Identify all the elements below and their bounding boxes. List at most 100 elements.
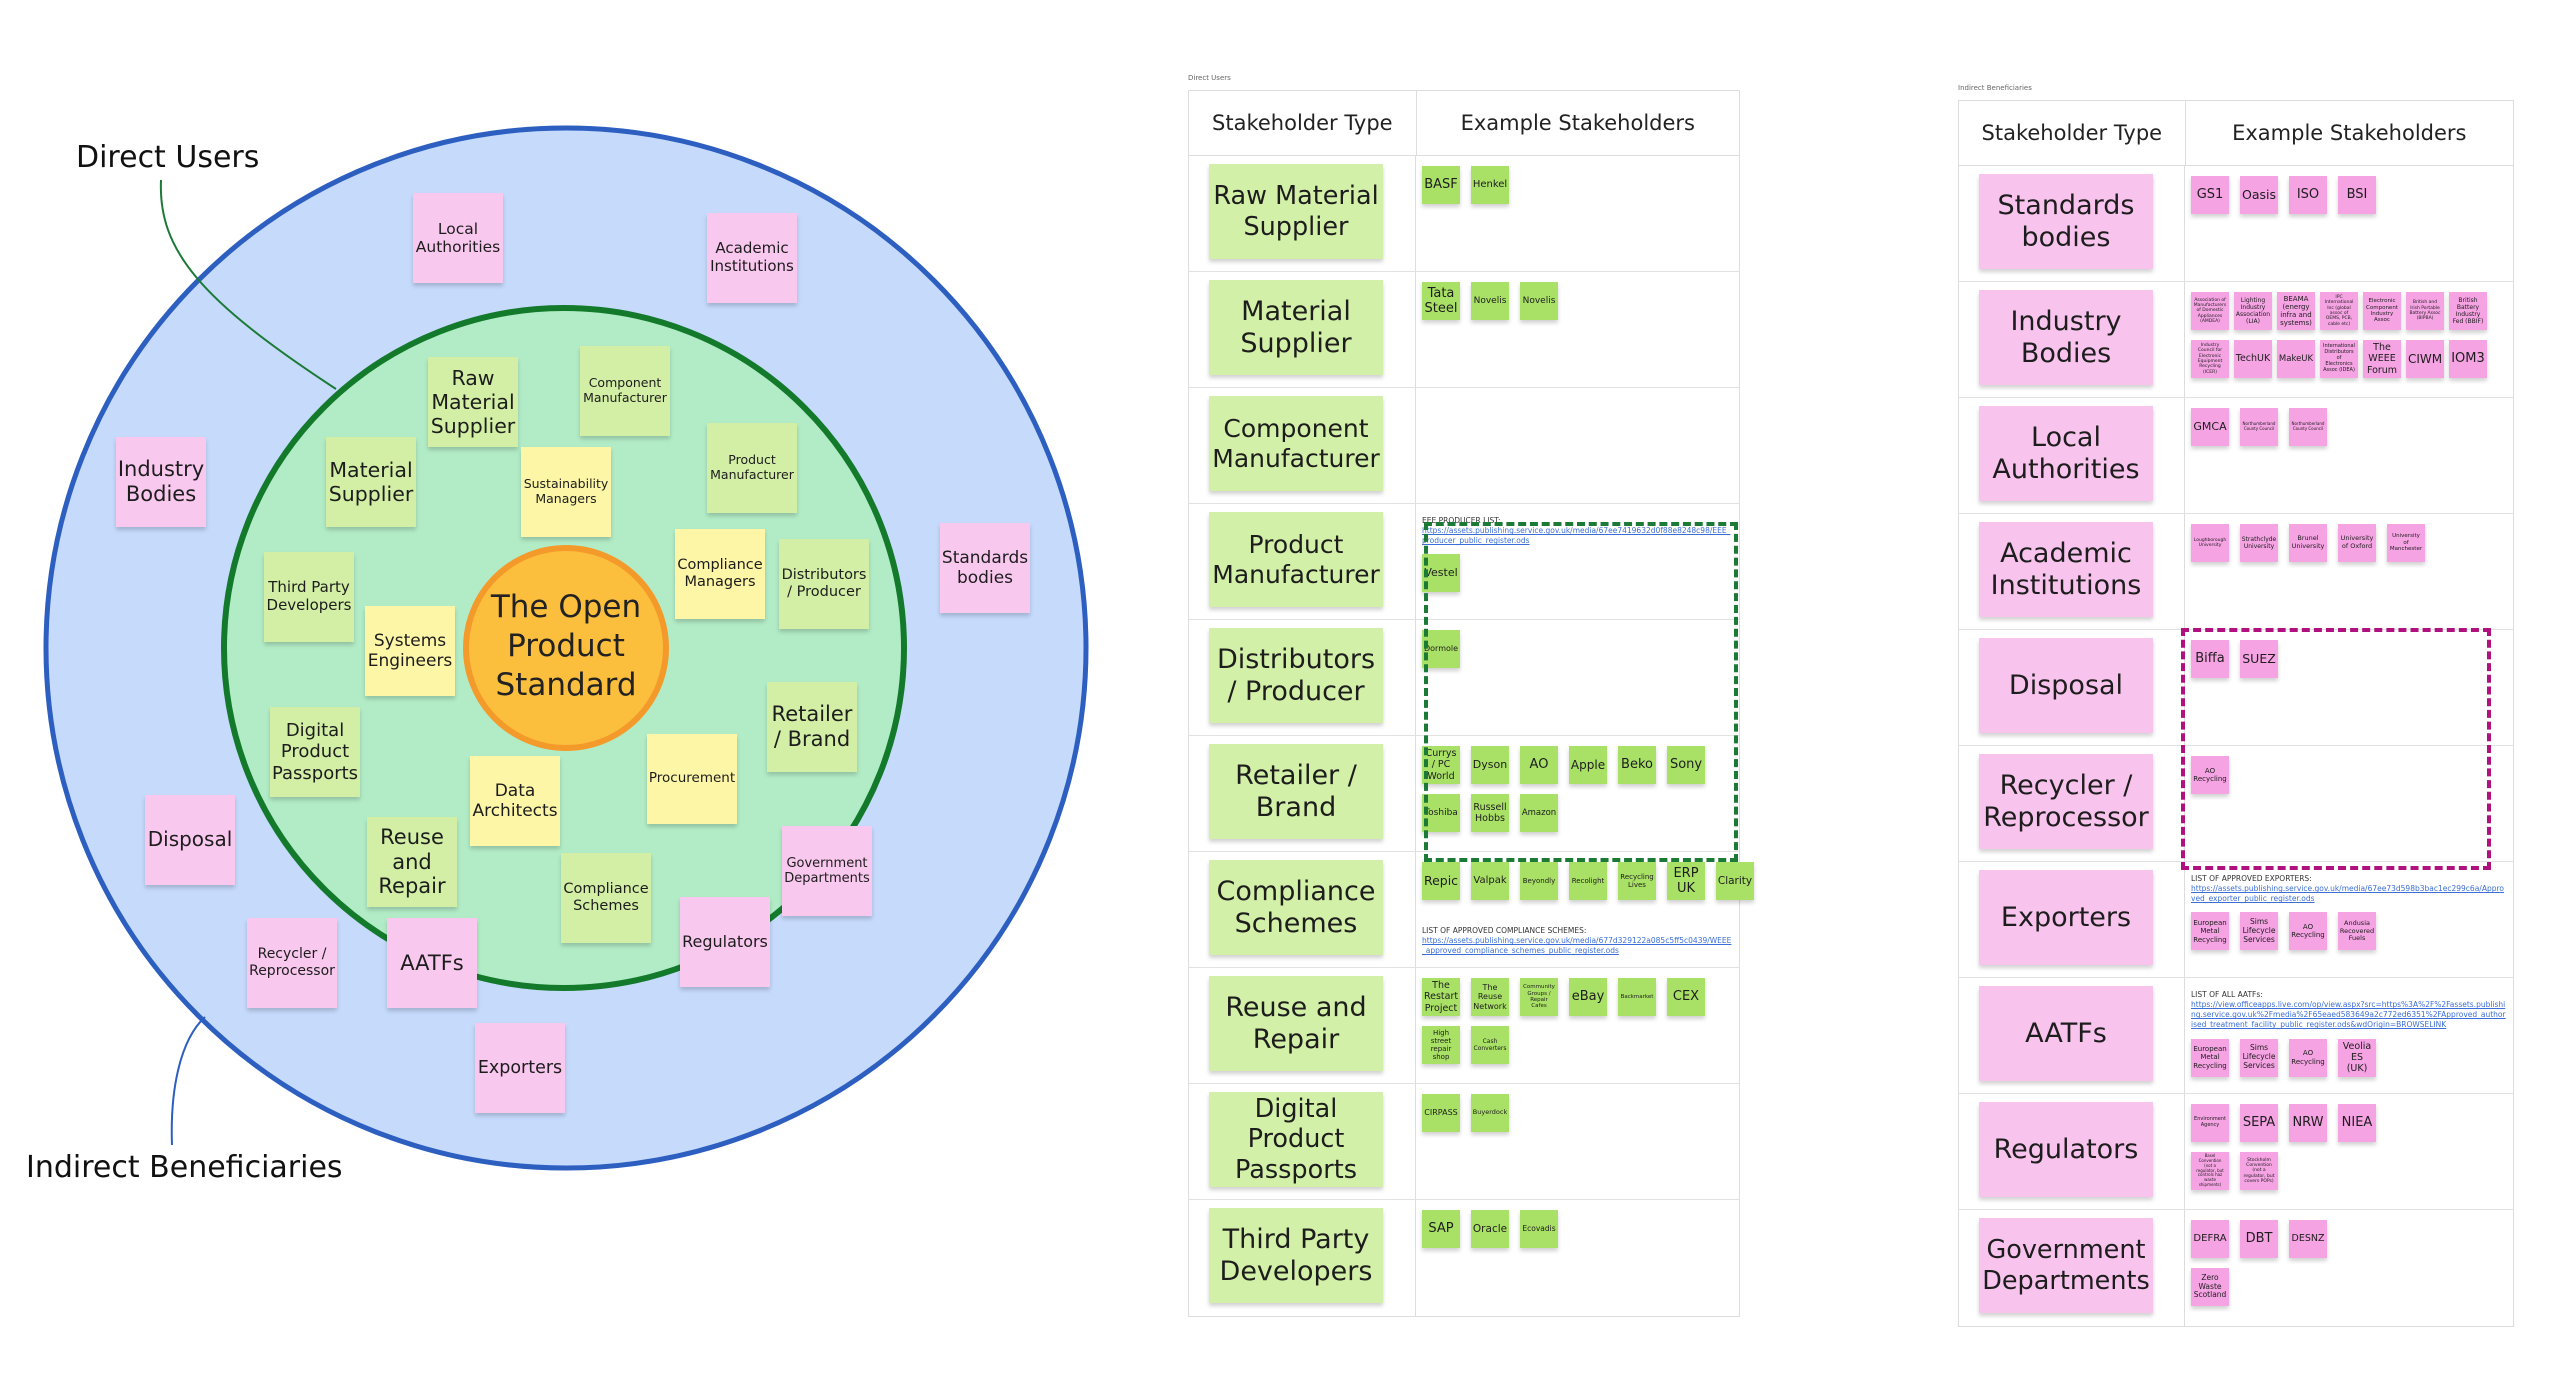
sticky-standards-bodies[interactable]: Standards bodies bbox=[940, 523, 1030, 613]
example-sticky-dyson[interactable]: Dyson bbox=[1471, 746, 1509, 784]
example-sticky-nrw[interactable]: NRW bbox=[2289, 1104, 2327, 1142]
example-sticky-electronic-component-industry-assoc[interactable]: Electronic Component Industry Assoc bbox=[2363, 292, 2401, 330]
sticky-academic-institutions[interactable]: Academic Institutions bbox=[707, 213, 797, 303]
example-sticky-oracle[interactable]: Oracle bbox=[1471, 1210, 1509, 1248]
example-sticky-industry-council-for-electronic-equipment-recycling-icer[interactable]: Industry Council for Electronic Equipmen… bbox=[2191, 340, 2229, 378]
example-sticky-tata-steel[interactable]: Tata Steel bbox=[1422, 282, 1460, 320]
example-sticky-university-of-oxford[interactable]: University of Oxford bbox=[2338, 524, 2376, 562]
example-sticky-apple[interactable]: Apple bbox=[1569, 746, 1607, 784]
example-sticky-gmca[interactable]: GMCA bbox=[2191, 408, 2229, 446]
example-sticky-beko[interactable]: Beko bbox=[1618, 746, 1656, 784]
sticky-third-party-developers[interactable]: Third Party Developers bbox=[264, 552, 354, 642]
sticky-aatfs[interactable]: AATFs bbox=[387, 918, 477, 1008]
example-sticky-ebay[interactable]: eBay bbox=[1569, 978, 1607, 1016]
sticky-sustainability-managers[interactable]: Sustainability Managers bbox=[521, 447, 611, 537]
example-sticky-desnz[interactable]: DESNZ bbox=[2289, 1220, 2327, 1258]
register-link[interactable]: https://assets.publishing.service.gov.uk… bbox=[1422, 526, 1731, 546]
example-sticky-sony[interactable]: Sony bbox=[1667, 746, 1705, 784]
example-sticky-loughborough-university[interactable]: Loughborough University bbox=[2191, 524, 2229, 562]
example-sticky-clarity[interactable]: Clarity bbox=[1716, 862, 1754, 900]
sticky-digital-product-passports[interactable]: Digital Product Passports bbox=[270, 707, 360, 797]
example-sticky-bsi[interactable]: BSI bbox=[2338, 176, 2376, 214]
sticky-procurement[interactable]: Procurement bbox=[647, 734, 737, 824]
example-sticky-the-reuse-network[interactable]: The Reuse Network bbox=[1471, 978, 1509, 1016]
example-sticky-gs1[interactable]: GS1 bbox=[2191, 176, 2229, 214]
example-sticky-british-battery-industry-fed-bbif[interactable]: British Battery Industry Fed (BBIF) bbox=[2449, 292, 2487, 330]
example-sticky-high-street-repair-shop[interactable]: High street repair shop bbox=[1422, 1026, 1460, 1064]
example-sticky-ao-recycling[interactable]: AO Recycling bbox=[2289, 1038, 2327, 1077]
sticky-exporters[interactable]: Exporters bbox=[475, 1023, 565, 1113]
example-sticky-ciwm[interactable]: CIWM bbox=[2406, 340, 2444, 378]
stakeholder-type-sticky[interactable]: Standards bodies bbox=[1979, 174, 2153, 269]
example-sticky-cirpass[interactable]: CIRPASS bbox=[1422, 1094, 1460, 1132]
example-sticky-community-groups-repair-cafes[interactable]: Community Groups / Repair Cafes bbox=[1520, 978, 1558, 1016]
example-sticky-northumberland-county-council[interactable]: Northumberland County Council bbox=[2289, 408, 2327, 446]
example-sticky-european-metal-recycling[interactable]: European Metal Recycling bbox=[2191, 1038, 2229, 1077]
example-sticky-russell-hobbs[interactable]: Russell Hobbs bbox=[1471, 794, 1509, 832]
example-sticky-makeuk[interactable]: MakeUK bbox=[2277, 340, 2315, 378]
example-sticky-basf[interactable]: BASF bbox=[1422, 166, 1460, 204]
stakeholder-type-sticky[interactable]: Exporters bbox=[1979, 870, 2153, 965]
example-sticky-suez[interactable]: SUEZ bbox=[2240, 640, 2278, 678]
example-sticky-zero-waste-scotland[interactable]: Zero Waste Scotland bbox=[2191, 1268, 2229, 1306]
example-sticky-novelis[interactable]: Novelis bbox=[1520, 282, 1558, 320]
sticky-systems-engineers[interactable]: Systems Engineers bbox=[365, 606, 455, 696]
example-sticky-beyondly[interactable]: Beyondly bbox=[1520, 862, 1558, 900]
example-sticky-european-metal-recycling[interactable]: European Metal Recycling bbox=[2191, 912, 2229, 951]
example-sticky-the-restart-project[interactable]: The Restart Project bbox=[1422, 978, 1460, 1016]
example-sticky-recolight[interactable]: Recolight bbox=[1569, 862, 1607, 900]
sticky-recycler-reprocessor[interactable]: Recycler / Reprocessor bbox=[247, 918, 337, 1008]
example-sticky-ecovadis[interactable]: Ecovadis bbox=[1520, 1210, 1558, 1248]
example-sticky-valpak[interactable]: Valpak bbox=[1471, 862, 1509, 900]
sticky-industry-bodies[interactable]: Industry Bodies bbox=[116, 437, 206, 527]
example-sticky-association-of-manufacturers-of-domestic-appliances-amdea[interactable]: Association of Manufacturers of Domestic… bbox=[2191, 292, 2229, 330]
stakeholder-type-sticky[interactable]: AATFs bbox=[1979, 986, 2153, 1081]
example-sticky-vestel[interactable]: Vestel bbox=[1422, 554, 1460, 593]
example-sticky-henkel[interactable]: Henkel bbox=[1471, 166, 1509, 204]
example-sticky-oasis[interactable]: Oasis bbox=[2240, 176, 2278, 214]
example-sticky-defra[interactable]: DEFRA bbox=[2191, 1220, 2229, 1258]
example-sticky-ipc-international-inc-global-assoc-of-oems-pcb-cable-etc[interactable]: IPC International Inc (global assoc of O… bbox=[2320, 292, 2358, 330]
sticky-disposal[interactable]: Disposal bbox=[145, 795, 235, 885]
example-sticky-currys-pc-world[interactable]: Currys / PC World bbox=[1422, 746, 1460, 784]
stakeholder-type-sticky[interactable]: Compliance Schemes bbox=[1209, 860, 1383, 955]
example-sticky-veolia-es-uk[interactable]: Veolia ES (UK) bbox=[2338, 1038, 2376, 1077]
example-sticky-sims-lifecycle-services[interactable]: Sims Lifecycle Services bbox=[2240, 1038, 2278, 1077]
example-sticky-dormole[interactable]: Dormole bbox=[1422, 630, 1460, 668]
example-sticky-dbt[interactable]: DBT bbox=[2240, 1220, 2278, 1258]
example-sticky-iom3[interactable]: IOM3 bbox=[2449, 340, 2487, 378]
sticky-raw-material-supplier[interactable]: Raw Material Supplier bbox=[428, 357, 518, 447]
sticky-data-architects[interactable]: Data Architects bbox=[470, 756, 560, 846]
example-sticky-niea[interactable]: NIEA bbox=[2338, 1104, 2376, 1142]
example-sticky-biffa[interactable]: Biffa bbox=[2191, 640, 2229, 678]
sticky-government-departments[interactable]: Government Departments bbox=[782, 826, 872, 916]
register-link[interactable]: https://assets.publishing.service.gov.uk… bbox=[2191, 884, 2504, 904]
sticky-local-authorities[interactable]: Local Authorities bbox=[413, 193, 503, 283]
stakeholder-type-sticky[interactable]: Academic Institutions bbox=[1979, 522, 2153, 617]
stakeholder-type-sticky[interactable]: Digital Product Passports bbox=[1209, 1092, 1383, 1187]
stakeholder-type-sticky[interactable]: Distributors / Producer bbox=[1209, 628, 1383, 723]
example-sticky-environment-agency[interactable]: Environment Agency bbox=[2191, 1104, 2229, 1142]
sticky-compliance-schemes[interactable]: Compliance Schemes bbox=[561, 853, 651, 943]
example-sticky-sims-lifecycle-services[interactable]: Sims Lifecycle Services bbox=[2240, 912, 2278, 951]
stakeholder-type-sticky[interactable]: Local Authorities bbox=[1979, 406, 2153, 501]
stakeholder-type-sticky[interactable]: Material Supplier bbox=[1209, 280, 1383, 375]
example-sticky-erp-uk[interactable]: ERP UK bbox=[1667, 862, 1705, 900]
example-sticky-strathclyde-university[interactable]: Strathclyde University bbox=[2240, 524, 2278, 562]
example-sticky-iso[interactable]: ISO bbox=[2289, 176, 2327, 214]
example-sticky-beama-energy-infra-and-systems[interactable]: BEAMA (energy infra and systems) bbox=[2277, 292, 2315, 330]
stakeholder-type-sticky[interactable]: Retailer / Brand bbox=[1209, 744, 1383, 839]
stakeholder-type-sticky[interactable]: Regulators bbox=[1979, 1102, 2153, 1197]
sticky-distributors-producer[interactable]: Distributors / Producer bbox=[779, 539, 869, 629]
example-sticky-lighting-industry-association-lia[interactable]: Lighting Industry Association (LIA) bbox=[2234, 292, 2272, 330]
sticky-component-manufacturer[interactable]: Component Manufacturer bbox=[580, 346, 670, 436]
example-sticky-backmarket[interactable]: Backmarket bbox=[1618, 978, 1656, 1016]
stakeholder-type-sticky[interactable]: Reuse and Repair bbox=[1209, 976, 1383, 1071]
sticky-reuse-and-repair[interactable]: Reuse and Repair bbox=[367, 817, 457, 907]
example-sticky-ao-recycling[interactable]: AO Recycling bbox=[2289, 912, 2327, 951]
example-sticky-international-distributors-of-electronics-assoc-idea[interactable]: International Distributors of Electronic… bbox=[2320, 340, 2358, 378]
example-sticky-basel-convention-not-a-regulator-but-controls-haz-waste-shipments[interactable]: Basel Convention (not a regulator, but c… bbox=[2191, 1152, 2229, 1190]
sticky-retailer-brand[interactable]: Retailer / Brand bbox=[767, 682, 857, 772]
register-link[interactable]: https://view.officeapps.live.com/op/view… bbox=[2191, 1000, 2506, 1030]
example-sticky-andusia-recovered-fuels[interactable]: Andusia Recovered Fuels bbox=[2338, 912, 2376, 951]
